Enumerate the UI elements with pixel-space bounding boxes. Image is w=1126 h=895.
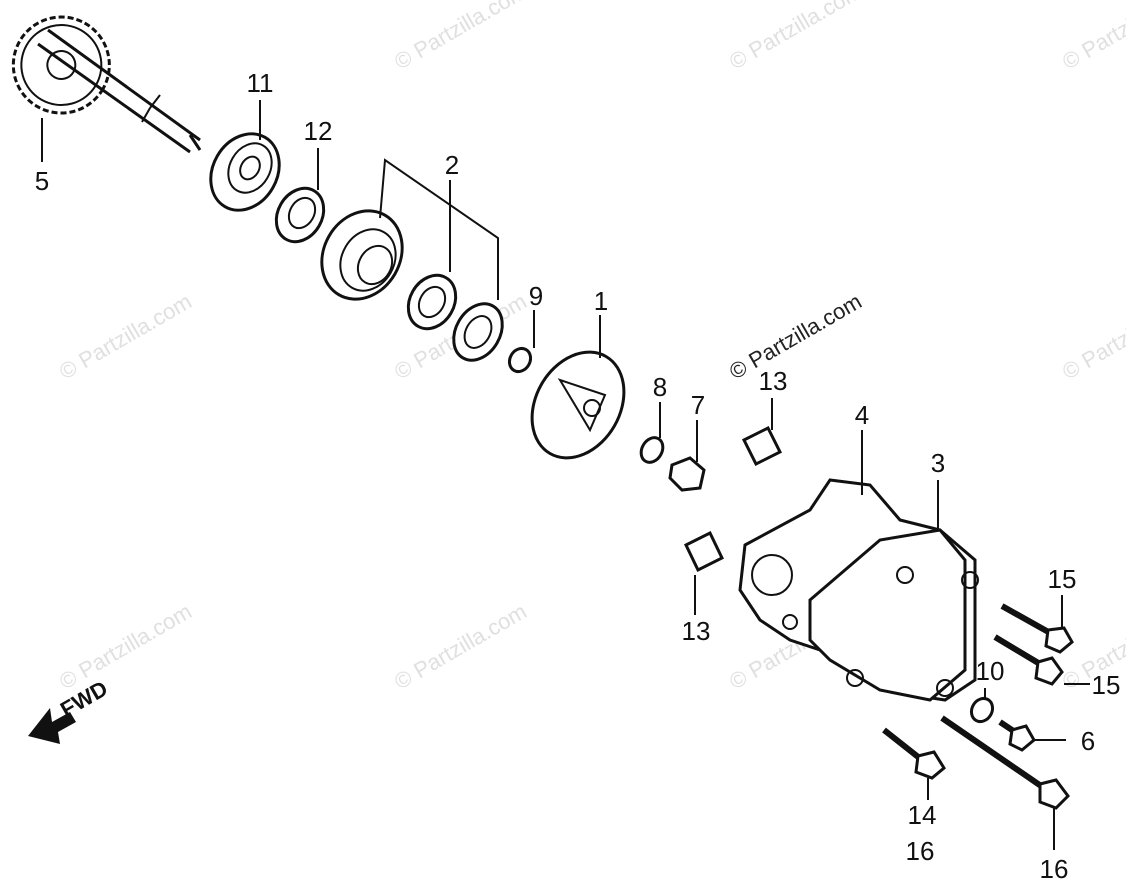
watermark: © Partzilla.com xyxy=(390,599,531,695)
callout-1: 1 xyxy=(594,286,608,316)
watermark: © Partzilla.com xyxy=(725,0,866,74)
leader-line xyxy=(379,158,499,300)
bolt-6 xyxy=(998,719,1036,752)
washer xyxy=(507,346,533,374)
watermark: © Partzilla.com xyxy=(1058,289,1126,385)
dowel-pin-lower xyxy=(684,530,724,573)
dowel-pin-upper xyxy=(741,425,783,467)
callout-11: 11 xyxy=(247,68,274,98)
callout-15-lower: 15 xyxy=(1092,670,1121,700)
callout-15-upper: 15 xyxy=(1048,564,1077,594)
callout-6: 6 xyxy=(1081,726,1095,756)
sealing-washer xyxy=(969,696,995,724)
callout-16-left: 16 xyxy=(906,836,935,866)
watermark: © Partzilla.com xyxy=(1058,0,1126,74)
bolt-15-upper xyxy=(1000,603,1074,654)
bolt-14 xyxy=(882,727,946,780)
callout-12: 12 xyxy=(304,116,333,146)
callout-7: 7 xyxy=(691,390,705,420)
oil-seal xyxy=(274,186,326,244)
callout-3: 3 xyxy=(931,448,945,478)
nut xyxy=(668,456,706,492)
callout-5: 5 xyxy=(35,166,49,196)
pump-shaft-gear xyxy=(11,15,202,154)
watermark-dark: © Partzilla.com xyxy=(725,289,866,385)
callout-8: 8 xyxy=(653,372,667,402)
impeller xyxy=(530,350,626,460)
bearing xyxy=(209,132,281,212)
watermark: © Partzilla.com xyxy=(55,599,196,695)
bolt-15-lower xyxy=(993,634,1064,686)
pump-cover xyxy=(782,528,979,702)
callout-14: 14 xyxy=(908,800,937,830)
mechanical-seal xyxy=(320,209,504,362)
bolt-16-long xyxy=(940,715,1070,810)
washer xyxy=(639,436,665,464)
callout-13-upper: 13 xyxy=(759,366,788,396)
callout-10: 10 xyxy=(976,656,1005,686)
callout-4: 4 xyxy=(855,400,869,430)
callout-13-lower: 13 xyxy=(682,616,711,646)
callout-16-right: 16 xyxy=(1040,854,1069,884)
watermark: © Partzilla.com xyxy=(55,289,196,385)
watermark: © Partzilla.com xyxy=(390,0,531,74)
callout-2: 2 xyxy=(445,150,459,180)
callout-9: 9 xyxy=(529,281,543,311)
